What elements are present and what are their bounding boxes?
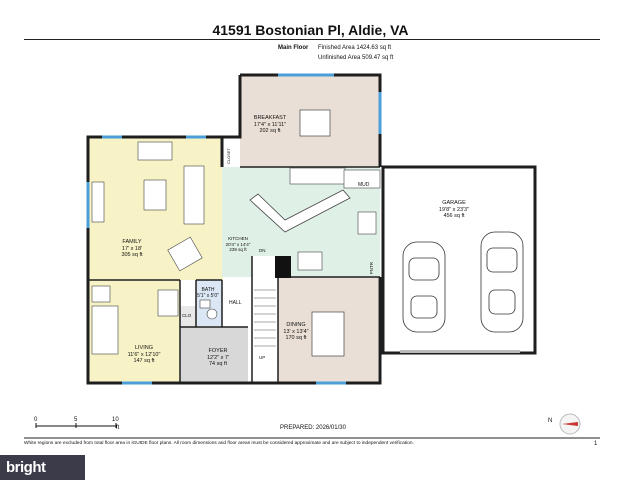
family-label: FAMILY 17' x 18' 305 sq ft: [110, 239, 154, 259]
pntr-label: PNTR: [369, 262, 374, 275]
stairs-down-label: DN: [259, 248, 266, 253]
compass-icon: [556, 410, 584, 438]
dining-name: DINING: [286, 322, 306, 328]
page-number: 1: [594, 441, 598, 447]
scale-unit: ft: [116, 425, 120, 431]
family-name: FAMILY: [122, 239, 142, 245]
closet-label: CLOSET: [226, 148, 231, 165]
hall-label: HALL: [229, 300, 242, 306]
prepared-date: PREPARED: 2026/01/30: [280, 425, 346, 431]
garage-name: GARAGE: [442, 200, 466, 206]
brand-logo-text: bright: [6, 459, 46, 476]
bath-dims: 5'1" x 5'0": [197, 293, 219, 299]
kitchen-name: KITCHEN: [228, 236, 248, 241]
hall-area: [222, 280, 252, 327]
dining-area: 170 sq ft: [285, 335, 307, 341]
foyer-room: [180, 327, 248, 383]
living-name: LIVING: [134, 345, 154, 351]
header-rule: [24, 39, 600, 40]
breakfast-area: 202 sq ft: [259, 128, 281, 134]
floor-name: Main Floor: [278, 45, 309, 51]
kitchen-area: 239 sq ft: [229, 247, 247, 252]
living-area: 147 sq ft: [133, 358, 155, 364]
car-left: [402, 241, 446, 333]
breakfast-name: BREAKFAST: [253, 115, 287, 121]
page-title: 41591 Bostonian Pl, Aldie, VA: [212, 22, 409, 38]
unfinished-area: Unfinished Area 509.47 sq ft: [318, 55, 394, 61]
foyer-area: 74 sq ft: [208, 361, 228, 367]
foyer-label: FOYER 12'2" x 7' 74 sq ft: [198, 348, 238, 368]
mud-label: MUD: [358, 182, 370, 188]
bath-label: BATH 5'1" x 5'0": [190, 287, 226, 299]
clo-label: CLO: [182, 313, 192, 318]
bath-name: BATH: [201, 287, 215, 293]
scale-tick-0: 0: [34, 417, 38, 423]
garage-dims: 19'8" x 23'3": [438, 206, 470, 213]
breakfast-dims: 17'4" x 11'11": [253, 121, 287, 128]
clo-room: [180, 306, 196, 327]
family-dims: 17' x 18': [121, 245, 143, 252]
kitchen-dims: 20'4" x 14'4": [225, 241, 251, 247]
dining-label: DINING 13' x 13'4" 170 sq ft: [278, 322, 314, 342]
foyer-dims: 12'2" x 7': [206, 354, 230, 361]
garage-label: GARAGE 19'8" x 23'3" 456 sq ft: [430, 200, 478, 220]
living-label: LIVING 11'6" x 12'10" 147 sq ft: [122, 345, 166, 365]
car-right: [480, 231, 524, 333]
garage-outline: [381, 165, 537, 355]
scale-tick-5: 5: [74, 417, 78, 423]
brand-logo: [0, 455, 85, 480]
compass-north-label: N: [548, 418, 553, 424]
stair-area: [252, 256, 278, 383]
garage-area: 456 sq ft: [443, 213, 465, 219]
kitchen-label: KITCHEN 20'4" x 14'4" 239 sq ft: [218, 236, 258, 253]
scale-tick-10: 10: [112, 417, 119, 423]
family-area: 305 sq ft: [121, 252, 143, 258]
finished-area: Finished Area 1424.63 sq ft: [318, 45, 392, 51]
dining-dims: 13' x 13'4": [283, 328, 309, 335]
breakfast-label: BREAKFAST 17'4" x 11'11" 202 sq ft: [246, 115, 294, 135]
foyer-name: FOYER: [208, 348, 228, 354]
disclaimer: White regions are excluded from total fl…: [24, 441, 414, 446]
stairs-up-label: UP: [259, 355, 266, 360]
living-dims: 11'6" x 12'10": [127, 351, 161, 358]
